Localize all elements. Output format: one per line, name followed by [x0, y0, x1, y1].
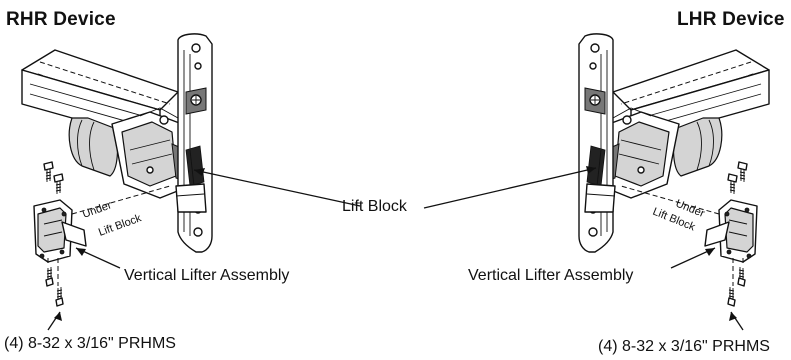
lhr-device-title: LHR Device [677, 9, 785, 30]
lhr-screws-label: (4) 8-32 x 3/16" PRHMS [598, 338, 770, 355]
rhr-device-title: RHR Device [6, 9, 116, 30]
rhr-vertical-lifter-label: Vertical Lifter Assembly [124, 267, 290, 284]
rhr-screws-label: (4) 8-32 x 3/16" PRHMS [4, 335, 176, 352]
rhr-lift-block-rot-label: Lift Block [97, 212, 144, 239]
rhr-under-label: Under [81, 199, 114, 221]
lift-block-leaders [193, 166, 597, 209]
lhr-vertical-lifter-label: Vertical Lifter Assembly [468, 267, 634, 284]
rhr-device-drawing [21, 33, 213, 331]
lhr-device-drawing [578, 33, 770, 331]
lift-block-label: Lift Block [342, 198, 407, 215]
